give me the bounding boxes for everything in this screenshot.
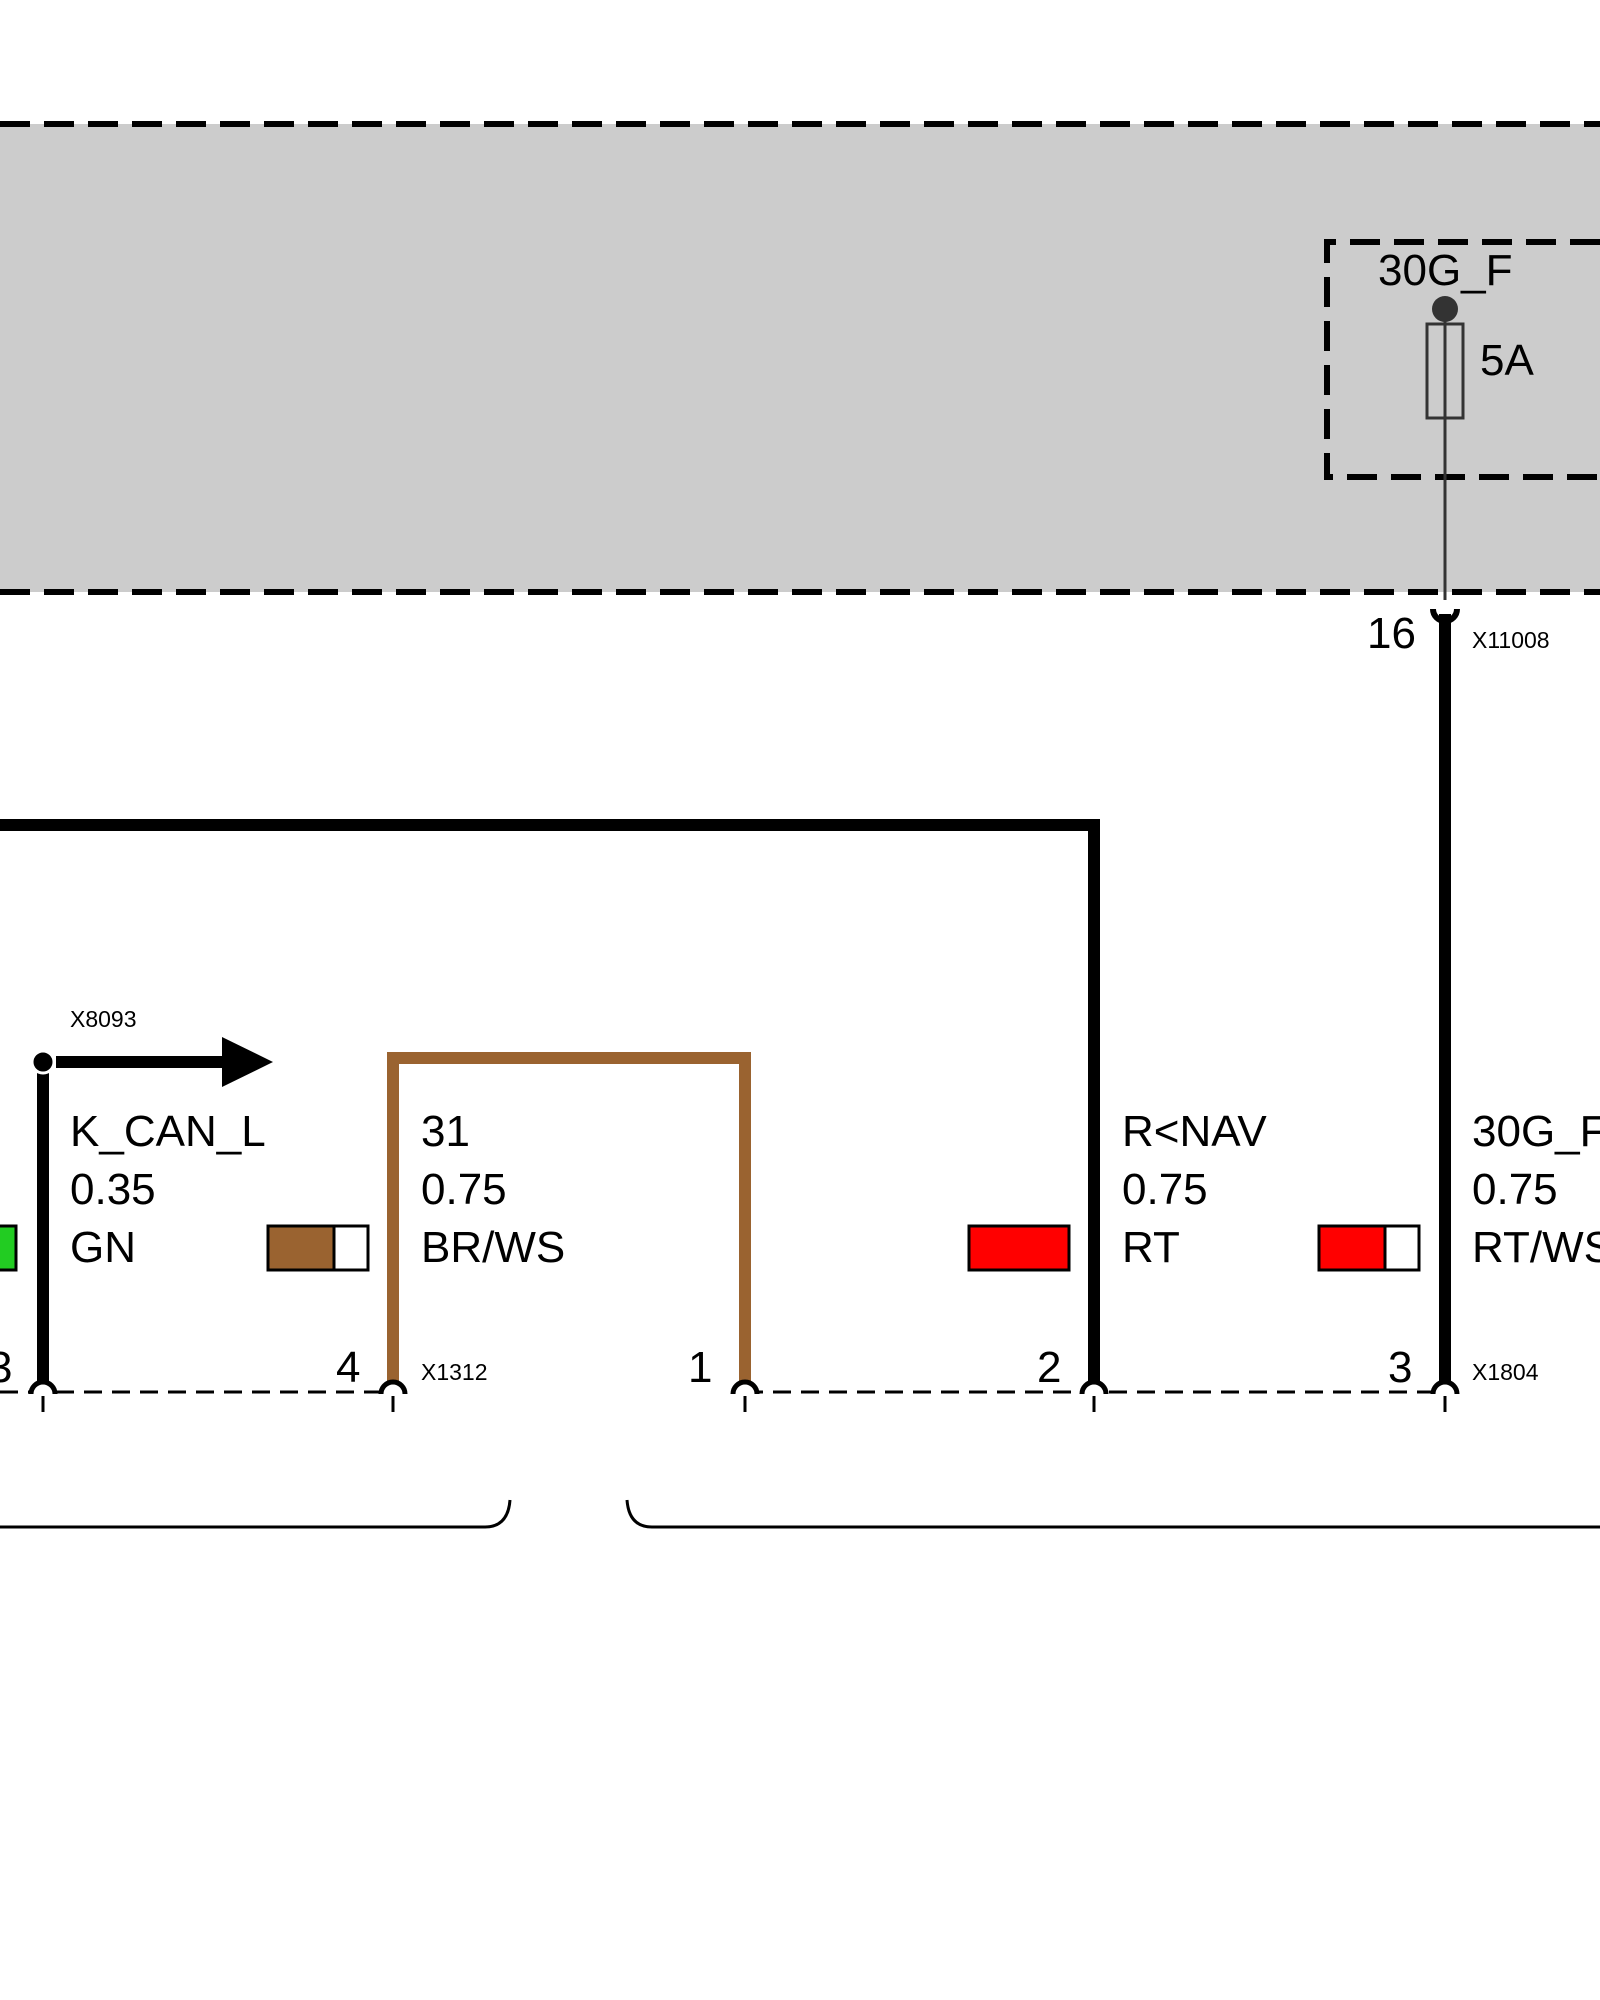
x8093-junction-node	[30, 1049, 56, 1075]
fuse-terminal-label: 30G_F	[1378, 246, 1513, 295]
fuse-box-border	[1324, 239, 1600, 480]
wire-k-can-l-gauge: 0.35	[70, 1165, 156, 1214]
pin-socket-1	[730, 1379, 760, 1395]
wire-30g-f-gauge: 0.75	[1472, 1165, 1558, 1214]
pin-socket-3-left	[28, 1379, 58, 1395]
connector-x8093-label: X8093	[70, 1006, 137, 1032]
swatch-white-stripe	[1383, 1224, 1421, 1272]
wire-r-nav-color-code: RT	[1122, 1223, 1180, 1272]
swatch-white	[332, 1224, 370, 1272]
x8093-arrow-icon	[222, 1037, 273, 1087]
pin-socket-3-right	[1430, 1379, 1460, 1395]
swatch-brown	[266, 1224, 336, 1272]
pin-4-label: 4	[336, 1343, 360, 1392]
swatch-red	[967, 1224, 1071, 1272]
pin-socket-4	[378, 1379, 408, 1395]
control-module-body	[0, 124, 1600, 592]
wire-30g-f-signal: 30G_F	[1472, 1107, 1600, 1156]
swatch-green	[0, 1224, 18, 1272]
pin-2-label: 2	[1037, 1343, 1061, 1392]
bracket-left	[0, 1499, 512, 1529]
wire-31-ground-loop	[387, 1052, 751, 1384]
pin-16-label: 16	[1367, 609, 1416, 658]
pin-3-left-label: 3	[0, 1343, 12, 1392]
wire-k-can-l-signal: K_CAN_L	[70, 1107, 266, 1156]
fuse-rating: 5A	[1480, 336, 1534, 385]
connector-x11008-label: X11008	[1472, 627, 1550, 653]
pin-sockets	[28, 1379, 1460, 1412]
wire-31-color-code: BR/WS	[421, 1223, 565, 1272]
wire-31-gauge: 0.75	[421, 1165, 507, 1214]
bracket-right	[625, 1499, 1600, 1529]
wire-31-signal: 31	[421, 1107, 470, 1156]
wire-30g-f-color-code: RT/WS	[1472, 1223, 1600, 1272]
wire-k-can-l-color-code: GN	[70, 1223, 136, 1272]
wire-r-nav-gauge: 0.75	[1122, 1165, 1208, 1214]
connector-x1312-label: X1312	[421, 1359, 488, 1385]
swatch-red-stripe	[1317, 1224, 1387, 1272]
pin-3-right-label: 3	[1388, 1343, 1412, 1392]
wire-r-nav	[0, 819, 1100, 1384]
pin-1-label: 1	[688, 1343, 712, 1392]
pin-socket-2	[1079, 1379, 1109, 1395]
wire-r-nav-signal: R<NAV	[1122, 1107, 1267, 1156]
connector-x1804-label: X1804	[1472, 1359, 1539, 1385]
